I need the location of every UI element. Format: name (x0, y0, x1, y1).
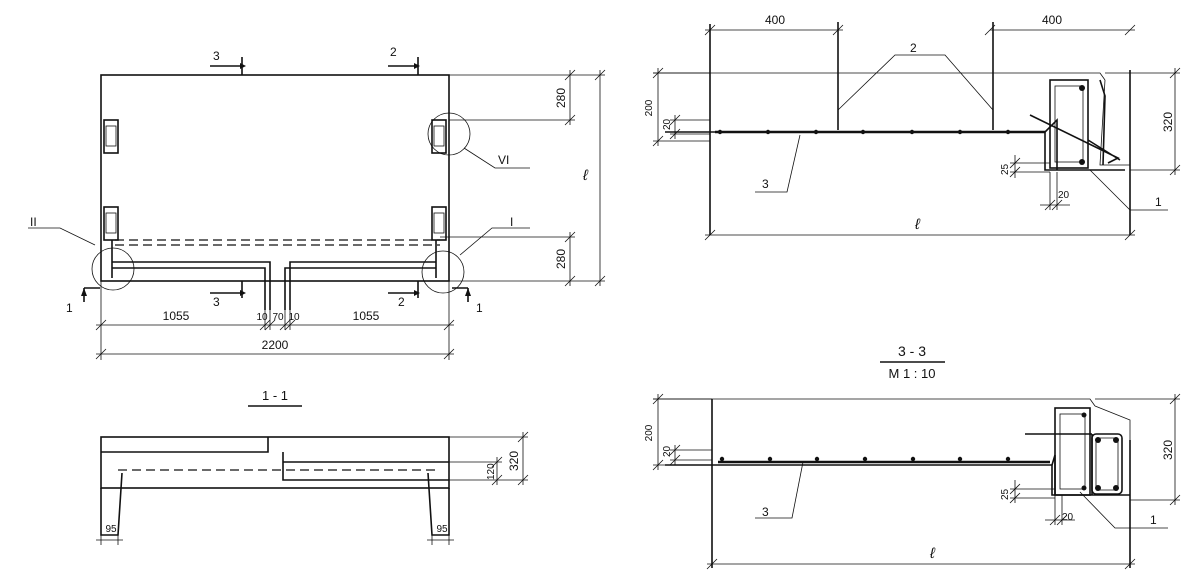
dim-70: 70 (272, 312, 284, 323)
section-3-dim-l: ℓ (929, 545, 936, 562)
section-top-dim-25: 25 (1000, 163, 1011, 175)
pos-2-label: 2 (910, 41, 917, 55)
dim-2200: 2200 (262, 338, 289, 352)
rib-right (284, 261, 436, 310)
section-3-3: 3 - 3 M 1 : 10 3 1 200 20 (644, 343, 1181, 570)
pos-3-label-top: 3 (762, 177, 769, 191)
cut-1-left-label: 1 (66, 301, 73, 315)
section-top-dim-20-h: 20 (1058, 190, 1070, 201)
section-top-dim-20: 20 (662, 118, 673, 130)
embedded-plate-left-bottom (103, 206, 119, 241)
embedded-plate-right-top (431, 119, 447, 154)
plan-view: II I VI 3 2 3 2 1 1 280 280 ℓ 1055 (28, 45, 606, 360)
section-3-dim-20: 20 (662, 445, 673, 457)
dim-280-top: 280 (554, 88, 568, 108)
rib-left (112, 261, 271, 310)
section-3-3-title: 3 - 3 (898, 343, 926, 359)
section-1-1-dim-320: 320 (507, 451, 521, 471)
cut-1-right-label: 1 (476, 301, 483, 315)
section-top-dim-200: 200 (644, 99, 655, 116)
section-3-dim-20-h: 20 (1062, 512, 1074, 523)
section-top-dim-320: 320 (1161, 112, 1175, 132)
section-top-right: 400 400 2 3 1 200 20 320 (644, 13, 1181, 241)
dim-10-a: 10 (256, 312, 268, 323)
node-label-I: I (510, 215, 513, 229)
pos-1-label-top: 1 (1155, 195, 1162, 209)
cage-pos-1 (1049, 79, 1089, 169)
dim-400-left: 400 (765, 13, 785, 27)
cut-2-top-label: 2 (390, 45, 397, 59)
slab-outline (100, 74, 450, 282)
section-1-1-dim-120: 120 (486, 463, 497, 480)
section-3-dim-200: 200 (644, 424, 655, 441)
node-label-VI: VI (498, 153, 509, 167)
node-circle-VI (427, 112, 471, 156)
dim-400-right: 400 (1042, 13, 1062, 27)
dim-95-left: 95 (105, 524, 117, 535)
section-top-dim-l: ℓ (914, 216, 921, 233)
cut-3-top-label: 3 (213, 49, 220, 63)
dim-10-b: 10 (288, 312, 300, 323)
cut-2-bottom-label: 2 (398, 295, 405, 309)
node-circle-II (91, 247, 135, 291)
dim-95-right: 95 (436, 524, 448, 535)
pos-3-label-section: 3 (762, 505, 769, 519)
embedded-plate-left-top (103, 119, 119, 154)
section-3-dim-25: 25 (1000, 488, 1011, 500)
section-3-3-scale: M 1 : 10 (889, 366, 936, 381)
dim-280-bottom: 280 (554, 249, 568, 269)
node-label-II: II (30, 215, 37, 229)
section-1-1: 1 - 1 320 120 95 95 (96, 388, 529, 545)
dim-1055-right: 1055 (353, 309, 380, 323)
cage-pos-1-section (1054, 407, 1091, 496)
node-circle-I (421, 250, 465, 294)
section-3-dim-320: 320 (1161, 440, 1175, 460)
cut-3-bottom-label: 3 (213, 295, 220, 309)
dim-l-plan: ℓ (582, 167, 589, 184)
section-1-1-title: 1 - 1 (262, 388, 288, 403)
dim-1055-left: 1055 (163, 309, 190, 323)
pos-1-label-section: 1 (1150, 513, 1157, 527)
